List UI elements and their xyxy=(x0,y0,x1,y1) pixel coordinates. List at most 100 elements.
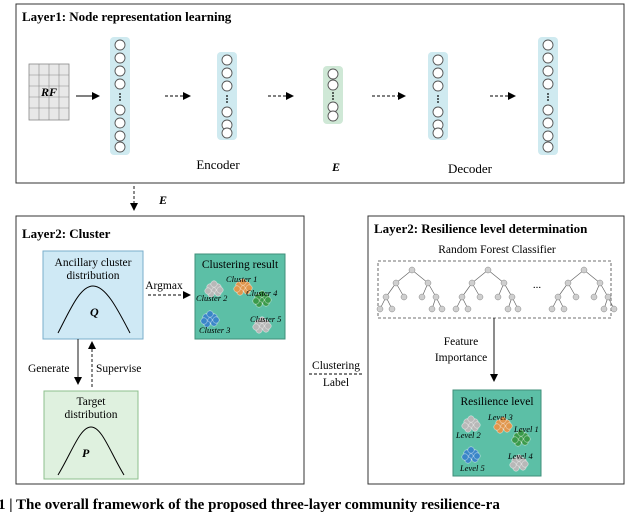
tree-node xyxy=(590,293,598,301)
tree-node xyxy=(418,293,426,301)
neuron-node xyxy=(327,79,339,91)
level-4-label: Level 4 xyxy=(507,451,534,461)
p-label-line2: distribution xyxy=(64,409,117,421)
tree-node xyxy=(610,305,618,313)
tree-node xyxy=(438,305,446,313)
clustering-result-title: Clustering result xyxy=(202,259,279,271)
neuron-node xyxy=(114,52,126,64)
cluster-3-label: Cluster 3 xyxy=(199,325,230,335)
q-symbol: Q xyxy=(90,305,99,319)
cluster-4-label: Cluster 4 xyxy=(246,288,278,298)
cluster-1-blob xyxy=(233,278,253,296)
p-curve xyxy=(57,426,125,476)
neuron-node xyxy=(327,101,339,113)
tree-node xyxy=(596,279,604,287)
embedding-layer xyxy=(323,66,343,124)
q-label-line1: Ancillary cluster xyxy=(55,257,132,269)
level-4-blob xyxy=(509,454,529,472)
layer1-panel xyxy=(15,3,625,184)
link-label: E xyxy=(158,193,167,207)
supervise-label: Supervise xyxy=(96,363,141,375)
tree-node xyxy=(572,293,580,301)
level-1-label: Level 1 xyxy=(513,424,539,434)
neuron-node xyxy=(114,39,126,51)
cluster-2-blob xyxy=(204,280,224,298)
cluster-5-label: Cluster 5 xyxy=(250,314,281,324)
tree-node xyxy=(468,279,476,287)
tree-node xyxy=(432,293,440,301)
tree-node xyxy=(548,305,556,313)
neuron-node xyxy=(114,130,126,142)
resilience-result-title: Resilience level xyxy=(460,396,533,408)
decision-tree-3 xyxy=(548,266,618,313)
neuron-node xyxy=(114,78,126,90)
tree-node xyxy=(494,293,502,301)
cluster-1-label: Cluster 1 xyxy=(226,274,257,284)
tree-node xyxy=(464,305,472,313)
feature-label-line1: Feature xyxy=(444,336,478,348)
neuron-node xyxy=(221,54,233,66)
encoder-label: Encoder xyxy=(196,157,240,172)
tree-node xyxy=(452,305,460,313)
neuron-node xyxy=(432,80,444,92)
neuron-node xyxy=(432,106,444,118)
p-symbol: P xyxy=(82,446,90,460)
neuron-node xyxy=(542,117,554,129)
neuron-node xyxy=(114,117,126,129)
neuron-node xyxy=(327,110,339,122)
tree-node xyxy=(484,266,492,274)
network-layers xyxy=(110,37,558,155)
level-3-label: Level 3 xyxy=(487,412,513,422)
level-1-blob xyxy=(511,429,531,447)
argmax-label: Argmax xyxy=(145,280,183,292)
cluster-title: Layer2: Cluster xyxy=(22,226,111,241)
neuron-node xyxy=(114,104,126,116)
tree-node xyxy=(458,293,466,301)
tree-node xyxy=(554,293,562,301)
tree-node xyxy=(504,305,512,313)
tree-node xyxy=(408,266,416,274)
neuron-node xyxy=(327,68,339,80)
neuron-node xyxy=(432,54,444,66)
neuron-node xyxy=(432,127,444,139)
neuron-node xyxy=(221,127,233,139)
forest-box xyxy=(377,260,612,319)
decision-tree-1 xyxy=(376,266,446,313)
clustering-label-line1: Clustering xyxy=(312,360,360,372)
decision-tree-2 xyxy=(452,266,522,313)
tree-node xyxy=(392,279,400,287)
level-5-blob xyxy=(461,446,481,464)
clustering-label-line2: Label xyxy=(323,377,349,389)
neuron-node xyxy=(432,67,444,79)
level-blobs xyxy=(461,415,531,472)
neuron-node xyxy=(221,106,233,118)
tree-node xyxy=(604,293,612,301)
tree-node xyxy=(560,305,568,313)
neuron-node xyxy=(542,52,554,64)
level-2-blob xyxy=(461,415,481,433)
neuron-node xyxy=(542,130,554,142)
tree-node xyxy=(508,293,516,301)
neuron-node xyxy=(542,39,554,51)
cluster-2-label: Cluster 2 xyxy=(196,293,228,303)
cluster-3-blob xyxy=(200,310,220,328)
cluster-blobs xyxy=(200,278,272,334)
classifier-label: Random Forest Classifier xyxy=(438,244,556,256)
decoder-hidden xyxy=(428,52,448,140)
neuron-node xyxy=(542,65,554,77)
decision-trees xyxy=(376,266,618,313)
neuron-node xyxy=(542,141,554,153)
level-2-label: Level 2 xyxy=(455,430,482,440)
q-label-line2: distribution xyxy=(66,270,119,282)
level-5-label: Level 5 xyxy=(459,463,485,473)
cluster-5-blob xyxy=(252,316,272,334)
neuron-node xyxy=(542,104,554,116)
tree-node xyxy=(376,305,384,313)
layer1-title: Layer1: Node representation learning xyxy=(22,9,232,24)
tree-node xyxy=(388,305,396,313)
tree-node xyxy=(476,293,484,301)
tree-node xyxy=(564,279,572,287)
tree-node xyxy=(400,293,408,301)
q-curve xyxy=(57,285,131,334)
feature-label-line2: Importance xyxy=(435,352,487,364)
